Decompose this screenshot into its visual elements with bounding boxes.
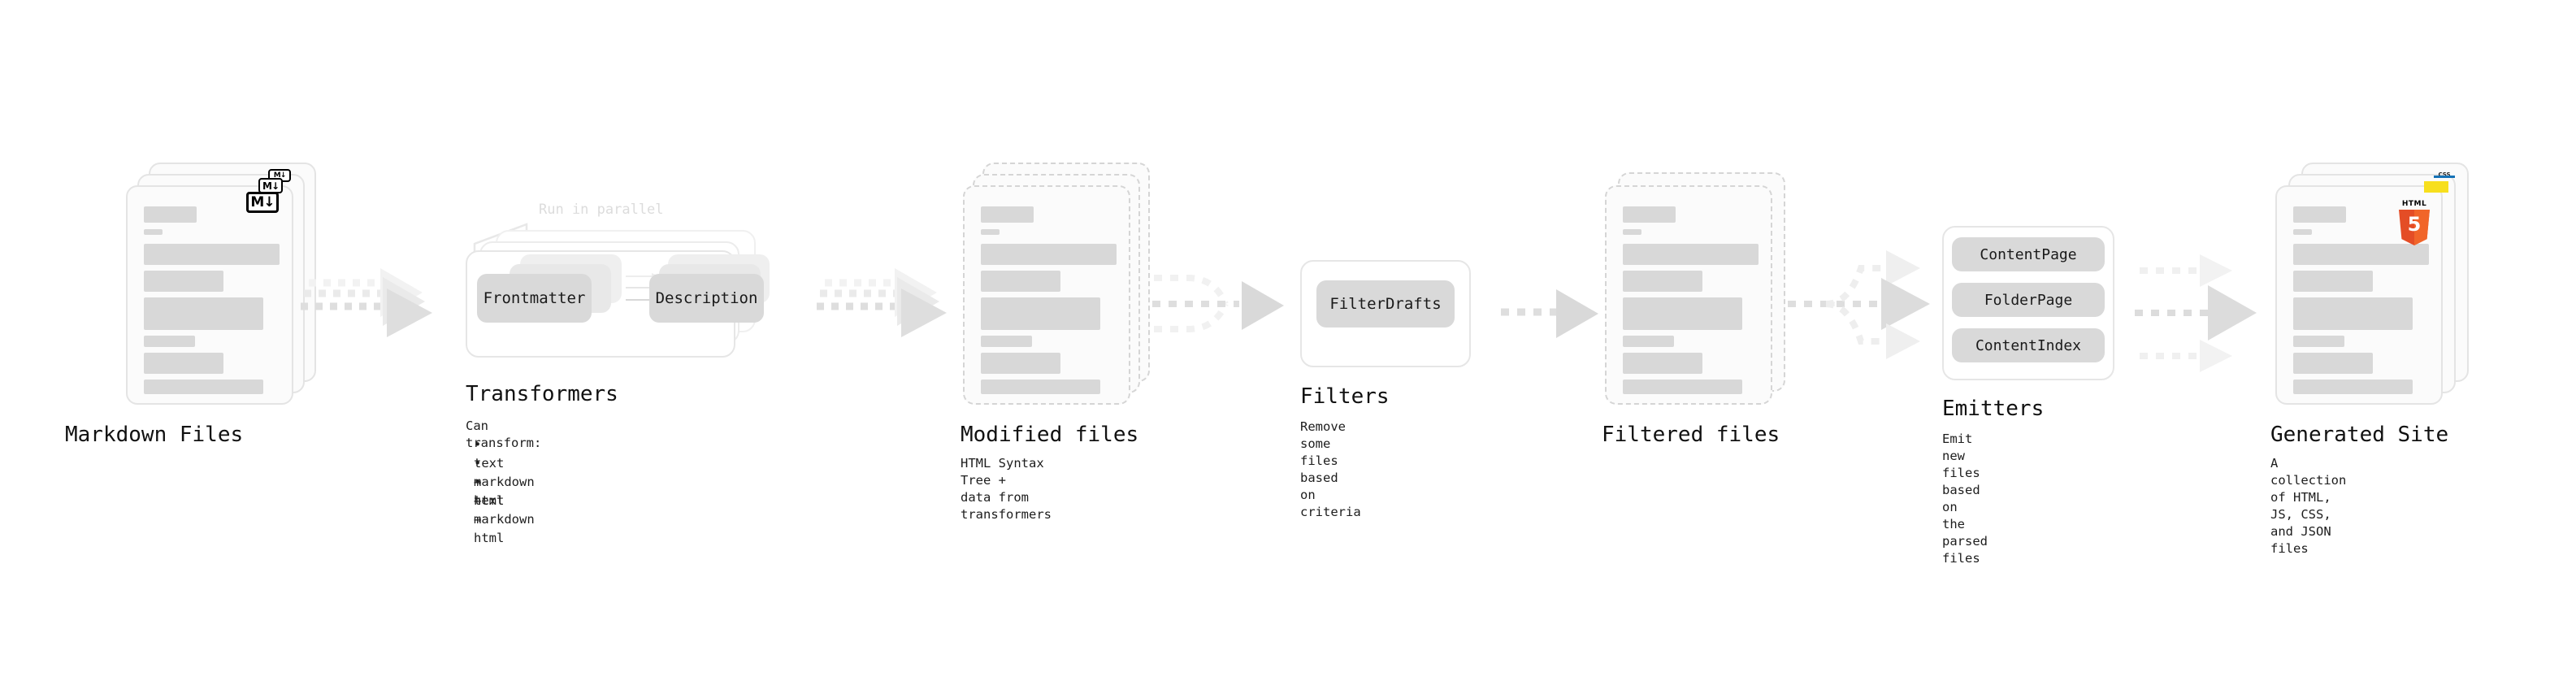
filtered-doc-front (1605, 185, 1772, 405)
filter-pill-filterdrafts[interactable]: FilterDrafts (1316, 280, 1455, 327)
connector-markdown-to-transformers (301, 268, 432, 337)
annotation-run-in-parallel: Run in parallel (539, 202, 664, 218)
skeleton-bar (144, 229, 163, 235)
transformers-bullet-1: • markdown → markdown (474, 456, 535, 527)
skeleton-bar (981, 244, 1117, 265)
caption-subtitle-emitters: Emit new files based on the parsed files (1942, 432, 1988, 566)
skeleton-bar (2293, 271, 2373, 292)
skeleton-bar (981, 206, 1034, 223)
caption-title-modified-files: Modified files (961, 423, 1139, 447)
caption-subtitle-transformers: Can transform: (466, 419, 542, 450)
transformer-pill-description[interactable]: Description (649, 274, 764, 323)
skeleton-bar (1623, 297, 1742, 330)
skeleton-bar (981, 297, 1100, 330)
transformers-bullet-0: • text → text (474, 437, 505, 508)
javascript-badge (2424, 181, 2448, 193)
skeleton-bar (1623, 353, 1702, 374)
skeleton-bar (2293, 380, 2413, 394)
css3-badge-bar (2434, 176, 2455, 178)
markdown-doc-front (126, 185, 293, 405)
connector-filtered-to-emitters (1788, 250, 1930, 359)
emitter-pill-folderpage[interactable]: FolderPage (1952, 283, 2105, 317)
html5-badge: HTML 5 (2399, 200, 2430, 245)
caption-title-filters: Filters (1300, 384, 1390, 409)
modified-doc-front (963, 185, 1130, 405)
skeleton-bar (2293, 353, 2373, 374)
html5-shield-inner (2414, 210, 2430, 245)
skeleton-bar (981, 229, 1000, 235)
connector-emitters-to-site (2135, 254, 2257, 372)
html5-badge-label: HTML (2401, 200, 2427, 208)
skeleton-bar (981, 353, 1060, 374)
skeleton-bar (2293, 336, 2344, 347)
markdown-file-stack: M↓ M↓ M↓ (126, 163, 321, 405)
skeleton-bar (2293, 297, 2413, 330)
emitter-pill-contentpage[interactable]: ContentPage (1952, 237, 2105, 271)
caption-title-generated-site: Generated Site (2270, 423, 2449, 447)
emitter-pill-contentindex[interactable]: ContentIndex (1952, 328, 2105, 362)
caption-title-filtered-files: Filtered files (1602, 423, 1780, 447)
skeleton-bar (1623, 244, 1759, 265)
skeleton-bar (144, 206, 197, 223)
connector-modified-to-filters (1152, 275, 1284, 332)
skeleton-bar (981, 271, 1060, 292)
skeleton-bar (1623, 380, 1742, 394)
css3-badge: CSS (2434, 168, 2455, 178)
skeleton-bar (981, 336, 1032, 347)
connector-filters-to-filtered (1501, 289, 1598, 338)
html5-digit: 5 (2407, 213, 2422, 236)
skeleton-bar (2293, 244, 2429, 265)
generated-site-stack: CSS HTML 5 (2275, 163, 2487, 405)
skeleton-bar (981, 380, 1100, 394)
filtered-file-stack (1605, 163, 1800, 405)
skeleton-bar (1623, 206, 1676, 223)
skeleton-bar (144, 244, 280, 265)
skeleton-bar (2293, 229, 2312, 235)
skeleton-bar (144, 380, 263, 394)
css3-badge-label: CSS (2438, 171, 2451, 178)
caption-subtitle-generated-site: A collection of HTML, JS, CSS, and JSON … (2270, 456, 2347, 556)
caption-subtitle-filters: Remove some files based on criteria (1300, 419, 1361, 519)
skeleton-bar (1623, 336, 1674, 347)
connector-transformers-to-modified (817, 268, 947, 337)
skeleton-bar (144, 336, 195, 347)
transformer-pill-frontmatter[interactable]: Frontmatter (477, 274, 592, 323)
caption-title-emitters: Emitters (1942, 397, 2045, 421)
markdown-badge-front: M↓ (246, 192, 279, 213)
transformers-bullet-2: • html → html (474, 475, 505, 545)
caption-subtitle-modified-files: HTML Syntax Tree + data from transformer… (961, 456, 1052, 522)
caption-title-transformers: Transformers (466, 382, 618, 406)
skeleton-bar (2293, 206, 2346, 223)
modified-file-stack (963, 163, 1158, 405)
skeleton-bar (144, 297, 263, 330)
caption-title-markdown-files: Markdown Files (65, 423, 244, 447)
skeleton-bar (144, 353, 223, 374)
skeleton-bar (1623, 271, 1702, 292)
skeleton-bar (1623, 229, 1641, 235)
skeleton-bar (144, 271, 223, 292)
markdown-badge-back-1: M↓ (258, 178, 283, 193)
